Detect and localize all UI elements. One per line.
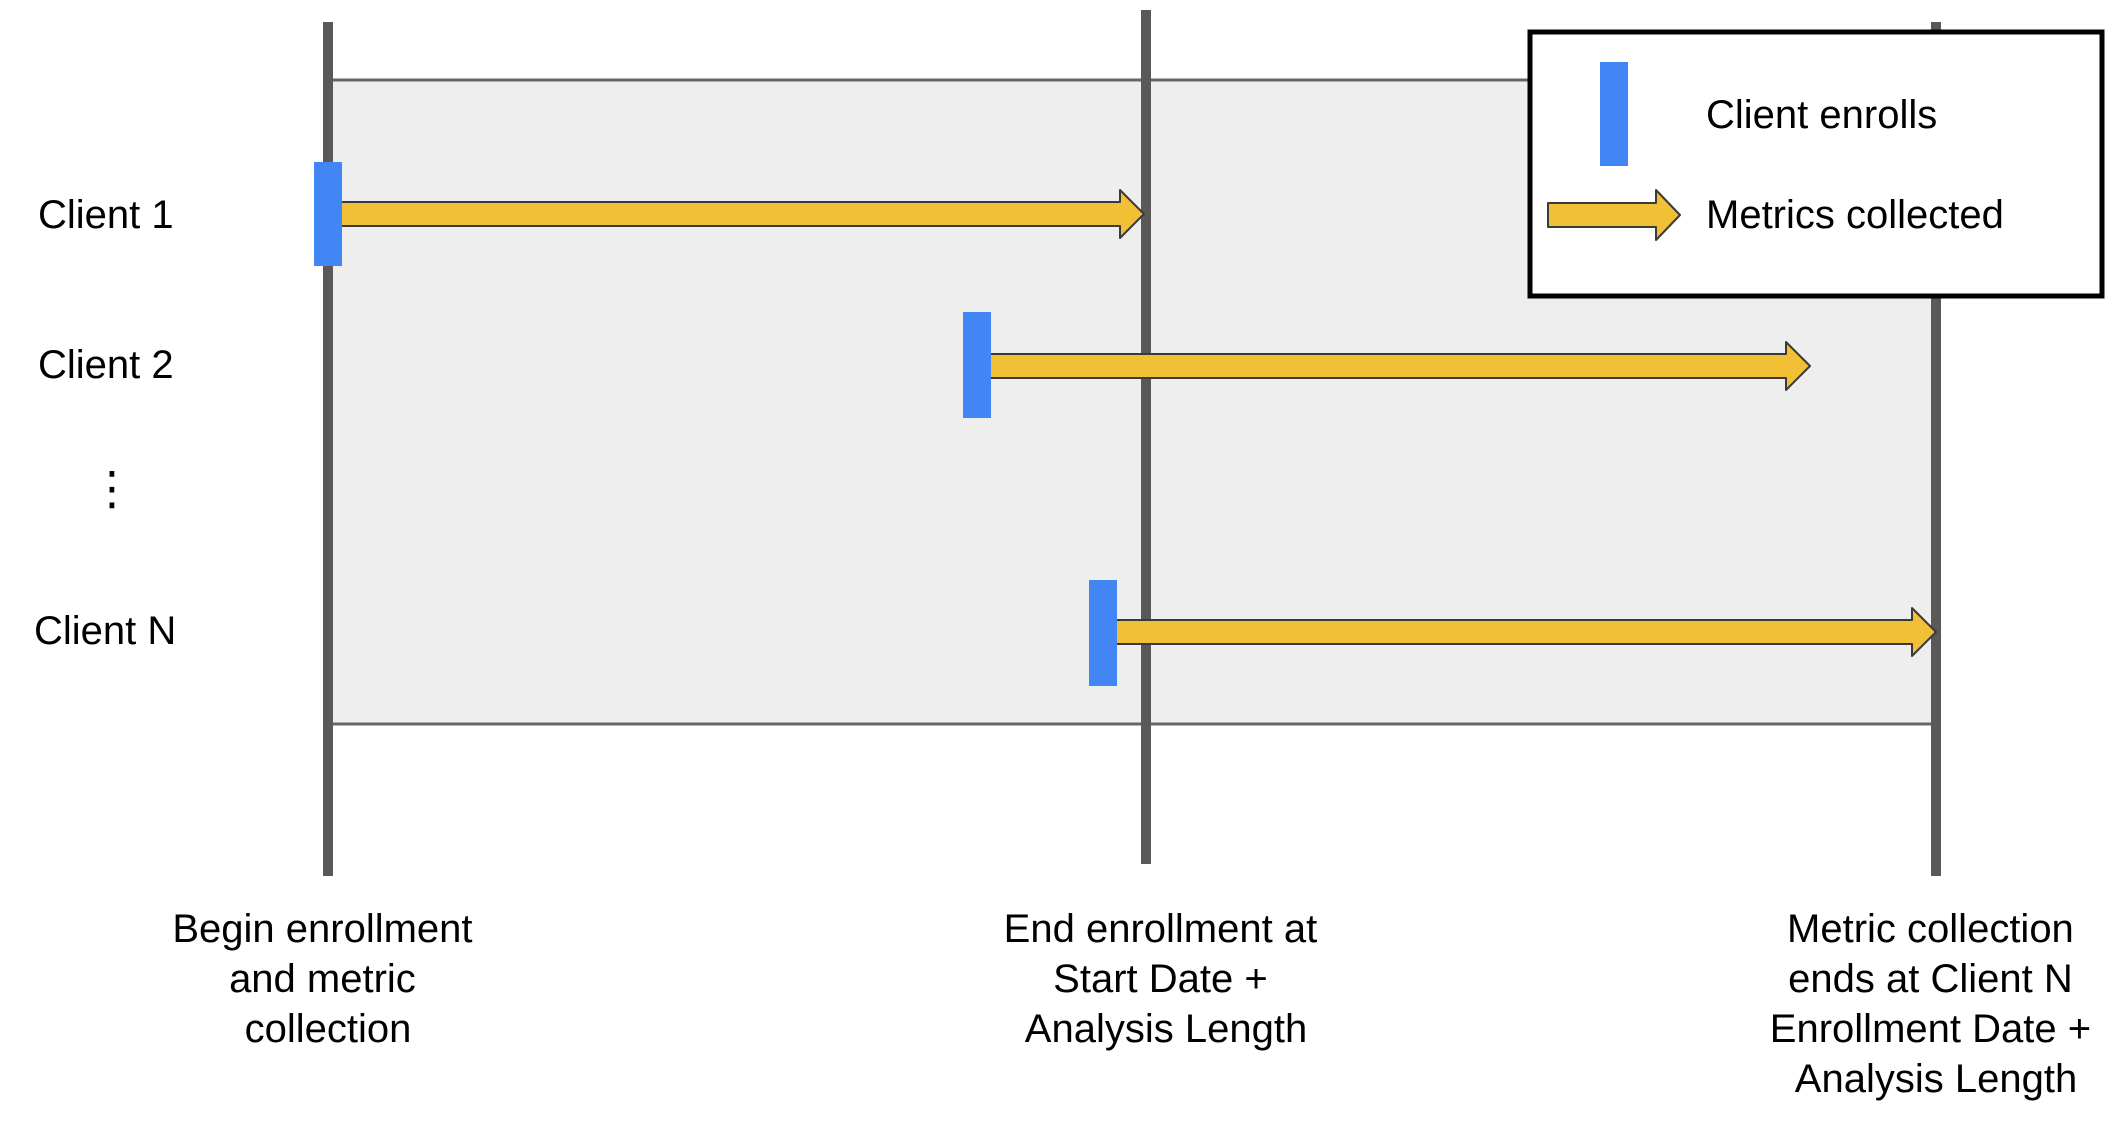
begin-enrollment-caption: Begin enrollment and metric collection <box>172 907 483 1051</box>
legend-metrics-label: Metrics collected <box>1706 193 2004 237</box>
ellipsis-label: ⋮ <box>89 462 135 514</box>
client-1-label: Client 1 <box>38 193 174 237</box>
client-2-metrics-arrow <box>987 341 1811 391</box>
client-2-enroll-marker <box>963 312 991 418</box>
client-n-label: Client N <box>34 609 176 653</box>
metric-collection-end-caption: Metric collection ends at Client N Enrol… <box>1770 907 2102 1101</box>
client-n-metrics-arrow <box>1113 607 1937 657</box>
client-n-enroll-marker <box>1089 580 1117 686</box>
legend-metrics-swatch <box>1547 189 1681 241</box>
client-2-label: Client 2 <box>38 343 174 387</box>
legend: Client enrolls Metrics collected <box>1527 29 2105 299</box>
legend-enroll-swatch <box>1600 62 1628 166</box>
end-enrollment-caption: End enrollment at Start Date + Analysis … <box>1004 907 1329 1051</box>
legend-enroll-label: Client enrolls <box>1706 93 1937 137</box>
client-1-enroll-marker <box>314 162 342 266</box>
client-1-metrics-arrow <box>339 189 1145 239</box>
